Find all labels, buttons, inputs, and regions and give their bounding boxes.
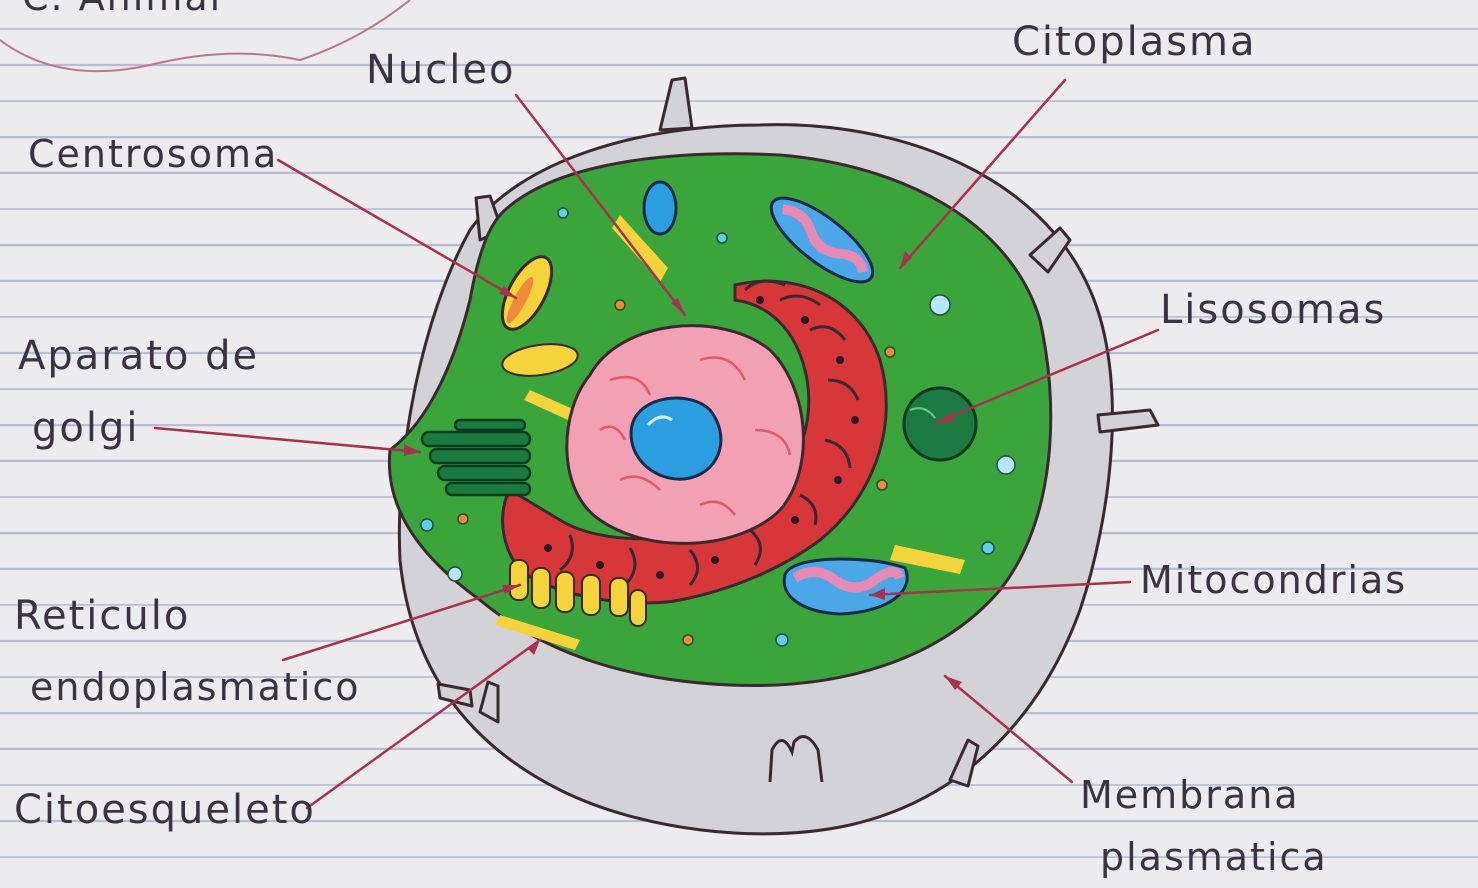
label-aparato-line1: Aparato de xyxy=(18,336,259,376)
label-membrana-line2: plasmatica xyxy=(1100,838,1328,876)
label-membrana-line1: Membrana xyxy=(1080,776,1300,814)
label-reticulo-line2: endoplasmatico xyxy=(30,668,361,706)
label-centrosoma: Centrosoma xyxy=(28,135,278,173)
nucleolus xyxy=(631,398,721,479)
label-aparato-line2: golgi xyxy=(32,408,139,448)
label-nucleo: Nucleo xyxy=(366,50,515,90)
label-mitocondrias: Mitocondrias xyxy=(1140,561,1407,599)
label-lisosomas: Lisosomas xyxy=(1160,290,1386,330)
label-citoesqueleto: Citoesqueleto xyxy=(14,790,316,830)
label-title-fragment: C. Animal xyxy=(22,0,222,16)
label-citoplasma: Citoplasma xyxy=(1012,22,1257,62)
lysosome xyxy=(904,388,976,460)
label-reticulo-line1: Reticulo xyxy=(14,596,190,636)
vacuole xyxy=(644,182,676,234)
